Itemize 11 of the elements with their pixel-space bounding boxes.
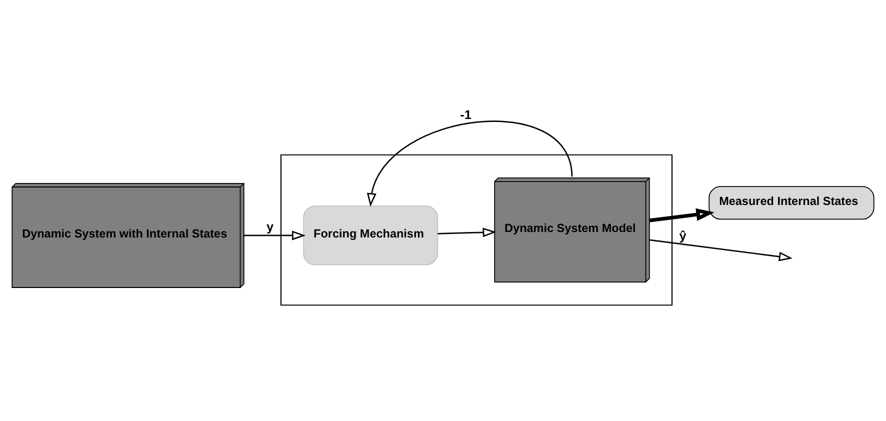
- edge-label: -1: [460, 107, 472, 122]
- arrow: [649, 208, 714, 222]
- node-box: Forcing Mechanism: [303, 205, 438, 265]
- cluster: [280, 154, 673, 306]
- arrow: [438, 227, 496, 237]
- arrow: [366, 120, 573, 206]
- arrow: [244, 230, 306, 240]
- node-box: Measured Internal States: [708, 186, 874, 220]
- arrow: [650, 238, 793, 261]
- edge-label: y: [266, 220, 274, 234]
- edge-label: ŷ: [679, 228, 686, 243]
